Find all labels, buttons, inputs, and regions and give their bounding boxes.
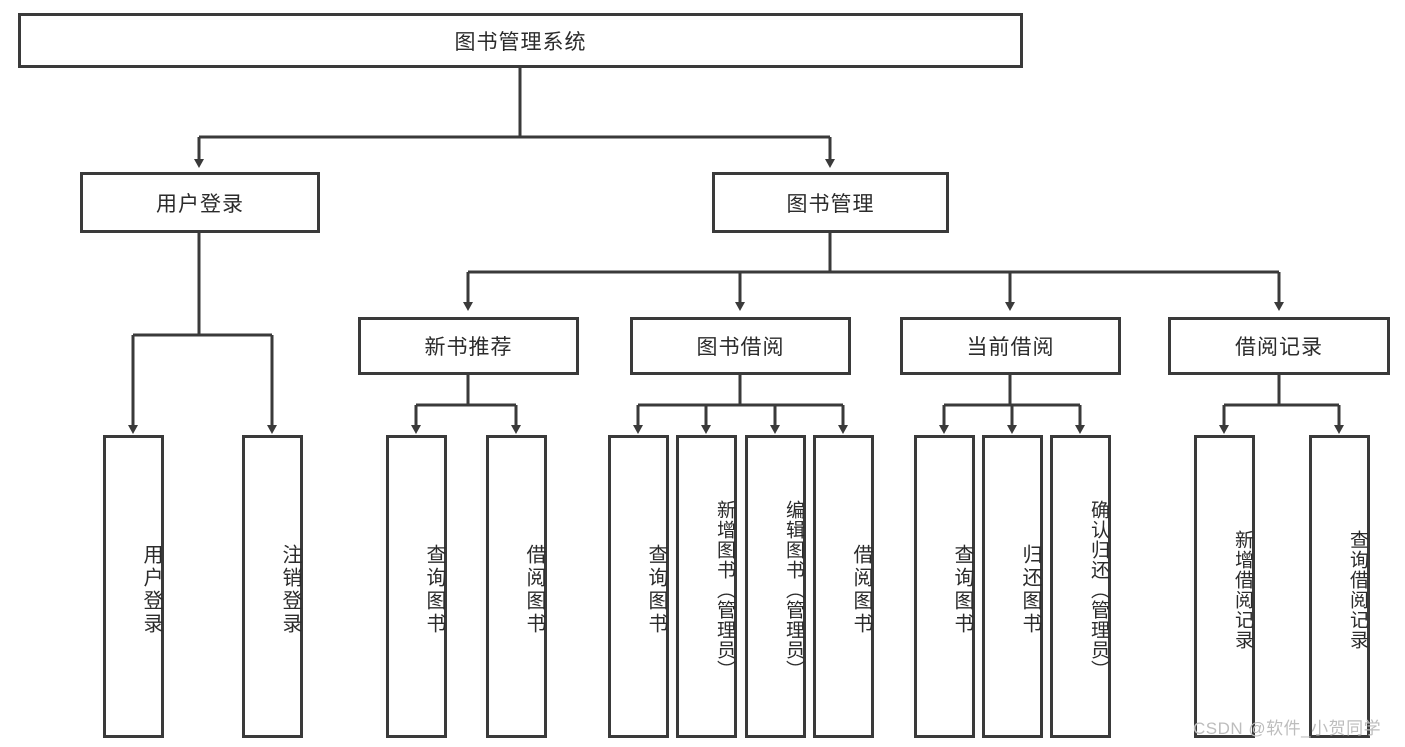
leaf-current-borrow-confirm-return-admin[interactable]: 确认归还（管理员） <box>1050 435 1111 738</box>
leaf-book-borrow-borrow-book[interactable]: 借阅图书 <box>813 435 874 738</box>
node-book-borrow[interactable]: 图书借阅 <box>630 317 851 375</box>
node-borrow-records[interactable]: 借阅记录 <box>1168 317 1390 375</box>
csdn-watermark: CSDN @软件_小贺同学 <box>1193 719 1382 738</box>
node-new-book-recommend[interactable]: 新书推荐 <box>358 317 579 375</box>
node-current-borrow[interactable]: 当前借阅 <box>900 317 1121 375</box>
leaf-new-book-borrow-book[interactable]: 借阅图书 <box>486 435 547 738</box>
leaf-book-borrow-query-book[interactable]: 查询图书 <box>608 435 669 738</box>
leaf-book-borrow-edit-book-admin[interactable]: 编辑图书（管理员） <box>745 435 806 738</box>
leaf-current-borrow-query-book[interactable]: 查询图书 <box>914 435 975 738</box>
leaf-borrow-records-query-record[interactable]: 查询借阅记录 <box>1309 435 1370 738</box>
node-root-library-management-system[interactable]: 图书管理系统 <box>18 13 1023 68</box>
leaf-current-borrow-return-book[interactable]: 归还图书 <box>982 435 1043 738</box>
leaf-user-login-logout[interactable]: 注销登录 <box>242 435 303 738</box>
leaf-new-book-query-book[interactable]: 查询图书 <box>386 435 447 738</box>
leaf-borrow-records-add-record[interactable]: 新增借阅记录 <box>1194 435 1255 738</box>
node-book-management[interactable]: 图书管理 <box>712 172 949 233</box>
node-user-login[interactable]: 用户登录 <box>80 172 320 233</box>
leaf-user-login-login[interactable]: 用户登录 <box>103 435 164 738</box>
leaf-book-borrow-add-book-admin[interactable]: 新增图书（管理员） <box>676 435 737 738</box>
